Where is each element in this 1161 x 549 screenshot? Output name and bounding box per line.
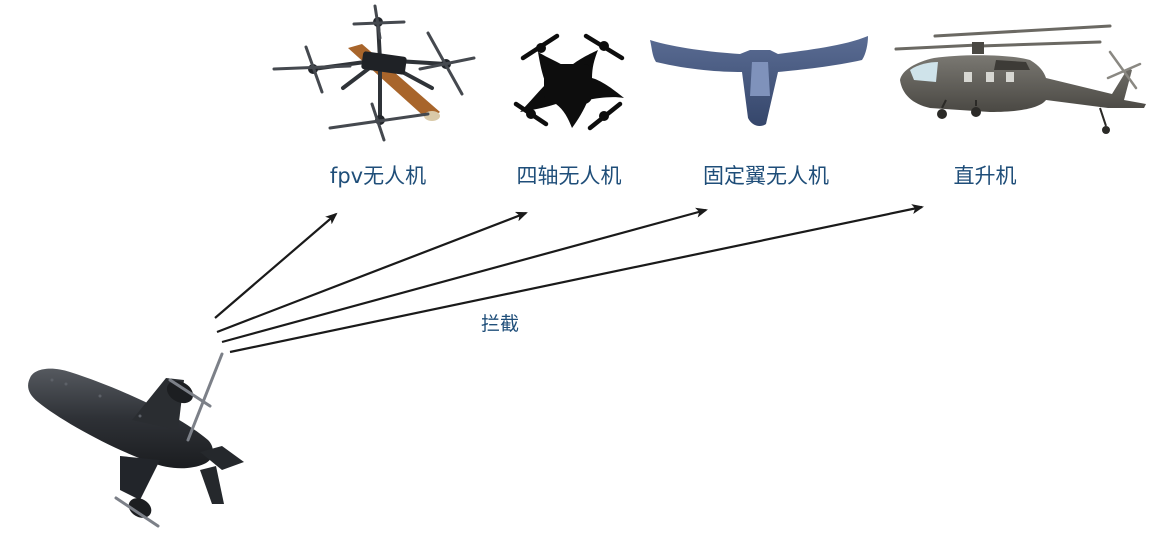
target-label-fixed-wing: 固定翼无人机: [703, 164, 829, 188]
arrow-to-helicopter: [229, 204, 924, 354]
intercept-label: 拦截: [480, 313, 520, 335]
arrow-to-fpv: [214, 212, 338, 319]
target-label-helicopter: 直升机: [953, 164, 1017, 188]
target-label-quadcopter: 四轴无人机: [516, 164, 622, 188]
target-label-fpv: fpv无人机: [329, 164, 427, 188]
intercept-arrows: [214, 204, 924, 354]
helicopter-icon: [894, 24, 1146, 134]
fixed-wing-drone-icon: [650, 36, 868, 126]
interceptor-drone-icon: [28, 352, 244, 528]
fpv-drone-icon: [272, 4, 476, 142]
quadcopter-icon: [513, 33, 625, 131]
arrow-to-fixed-wing: [221, 207, 708, 344]
arrow-to-quadcopter: [216, 211, 528, 334]
